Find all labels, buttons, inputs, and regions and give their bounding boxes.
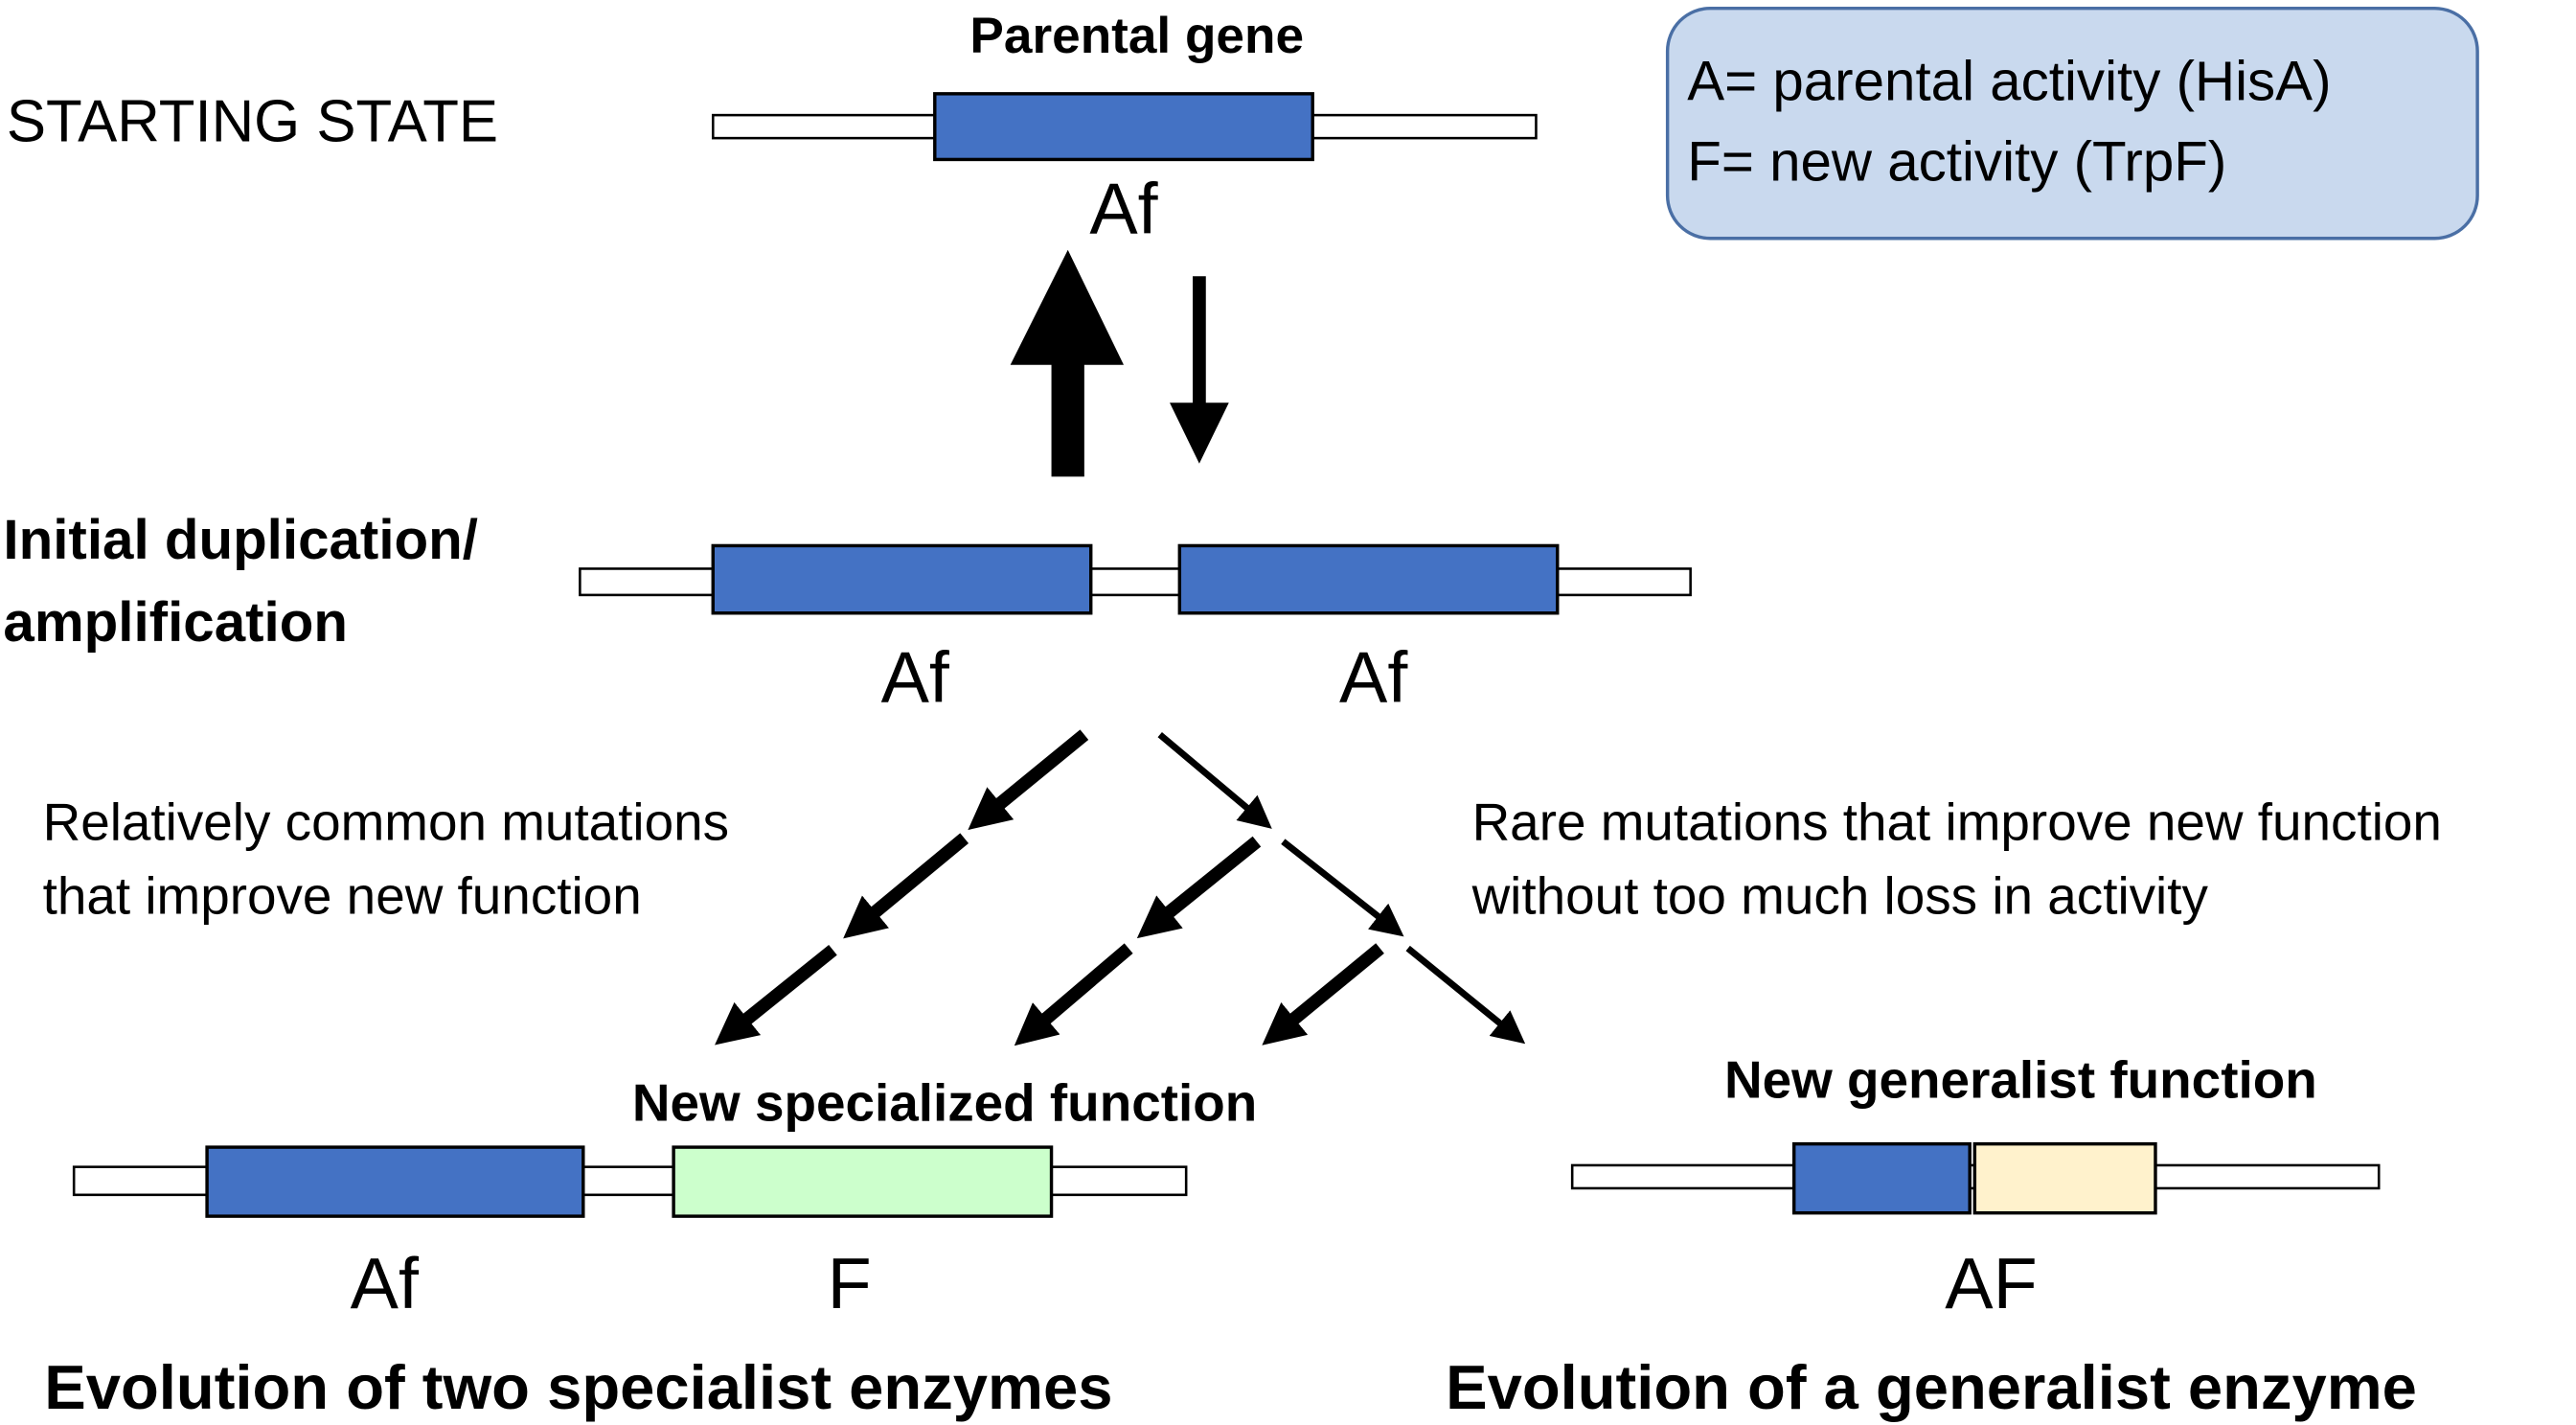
specialist-title: New specialized function: [632, 1073, 1257, 1133]
generalist-gene-block-f: [1972, 1141, 2157, 1215]
rare-mutations-line2: without too much loss in activity: [1471, 866, 2209, 926]
rare-mutations-line1: Rare mutations that improve new function: [1472, 792, 2442, 851]
common-mutations-line1: Relatively common mutations: [43, 792, 730, 851]
duplicated-gene-label-1: Af: [881, 636, 950, 717]
arrow-rare-2: [1281, 839, 1404, 937]
parental-gene-title: Parental gene: [969, 8, 1304, 64]
parental-gene-label: Af: [1089, 169, 1158, 249]
generalist-title: New generalist function: [1724, 1050, 2317, 1110]
generalist-caption: Evolution of a generalist enzyme: [1446, 1352, 2417, 1422]
duplicated-gene-block-1: [711, 543, 1093, 615]
arrow-common-6: [1262, 943, 1384, 1046]
specialist-gene-label-f: F: [828, 1243, 872, 1323]
legend-box: [1665, 6, 2479, 241]
specialist-gene-block-a: [205, 1145, 585, 1218]
arrow-common-1: [968, 729, 1089, 831]
legend-line-f: F= new activity (TrpF): [1687, 131, 2226, 194]
arrow-common-5: [1014, 943, 1133, 1046]
generalist-gene-block-a: [1791, 1141, 1972, 1215]
starting-state-label: STARTING STATE: [7, 89, 498, 155]
duplication-label-line1: Initial duplication/: [3, 509, 478, 571]
duplicated-gene-block-2: [1177, 543, 1560, 615]
duplication-label-line2: amplification: [3, 591, 348, 654]
arrow-down-small: [1170, 276, 1229, 464]
specialist-caption: Evolution of two specialist enzymes: [44, 1352, 1112, 1422]
legend-line-a: A= parental activity (HisA): [1687, 51, 2331, 113]
arrow-common-2: [843, 833, 969, 939]
parental-gene-block: [933, 92, 1314, 162]
arrow-rare-1: [1157, 732, 1272, 829]
generalist-gene-label: AF: [1945, 1243, 2037, 1323]
arrow-common-4: [1136, 836, 1262, 939]
arrow-up-large: [1010, 249, 1125, 477]
arrow-common-3: [715, 944, 837, 1046]
arrow-rare-3: [1405, 945, 1526, 1045]
specialist-gene-block-f: [672, 1145, 1054, 1218]
specialist-gene-label-a: Af: [351, 1243, 420, 1323]
common-mutations-line2: that improve new function: [43, 866, 642, 926]
duplicated-gene-label-2: Af: [1339, 636, 1408, 717]
